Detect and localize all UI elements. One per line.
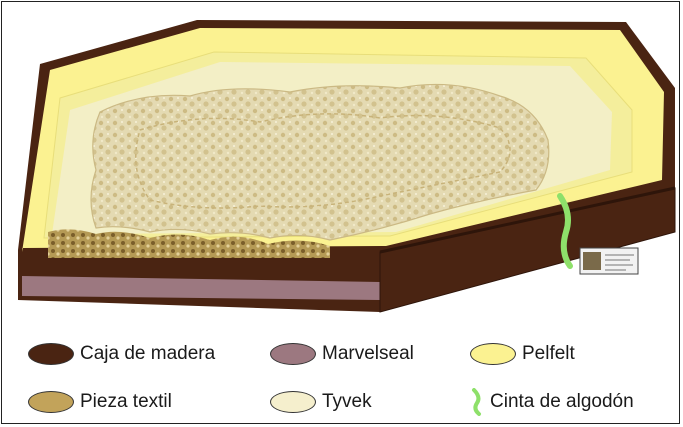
pelfelt-swatch-icon	[470, 343, 516, 365]
caja-de-madera-swatch-icon	[28, 343, 74, 365]
legend-label: Cinta de algodón	[490, 391, 634, 413]
legend-label: Pieza textil	[80, 391, 172, 413]
legend-item-tyvek: Tyvek	[270, 388, 372, 416]
legend-item-pelfelt: Pelfelt	[470, 340, 575, 368]
legend-label: Caja de madera	[80, 343, 215, 365]
cotton-ribbon-swatch-icon	[470, 388, 484, 416]
marvelseal-swatch-icon	[270, 343, 316, 365]
tyvek-swatch-icon	[270, 391, 316, 413]
legend-item-caja-de-madera: Caja de madera	[28, 340, 215, 368]
legend-item-cinta-de-algodon: Cinta de algodón	[470, 388, 634, 416]
legend-label: Tyvek	[322, 391, 372, 413]
legend-item-pieza-textil: Pieza textil	[28, 388, 172, 416]
legend-label: Marvelseal	[322, 343, 414, 365]
identification-tag-photo	[583, 252, 601, 270]
legend-label: Pelfelt	[522, 343, 575, 365]
legend-item-marvelseal: Marvelseal	[270, 340, 414, 368]
pieza-textil-swatch-icon	[28, 391, 74, 413]
